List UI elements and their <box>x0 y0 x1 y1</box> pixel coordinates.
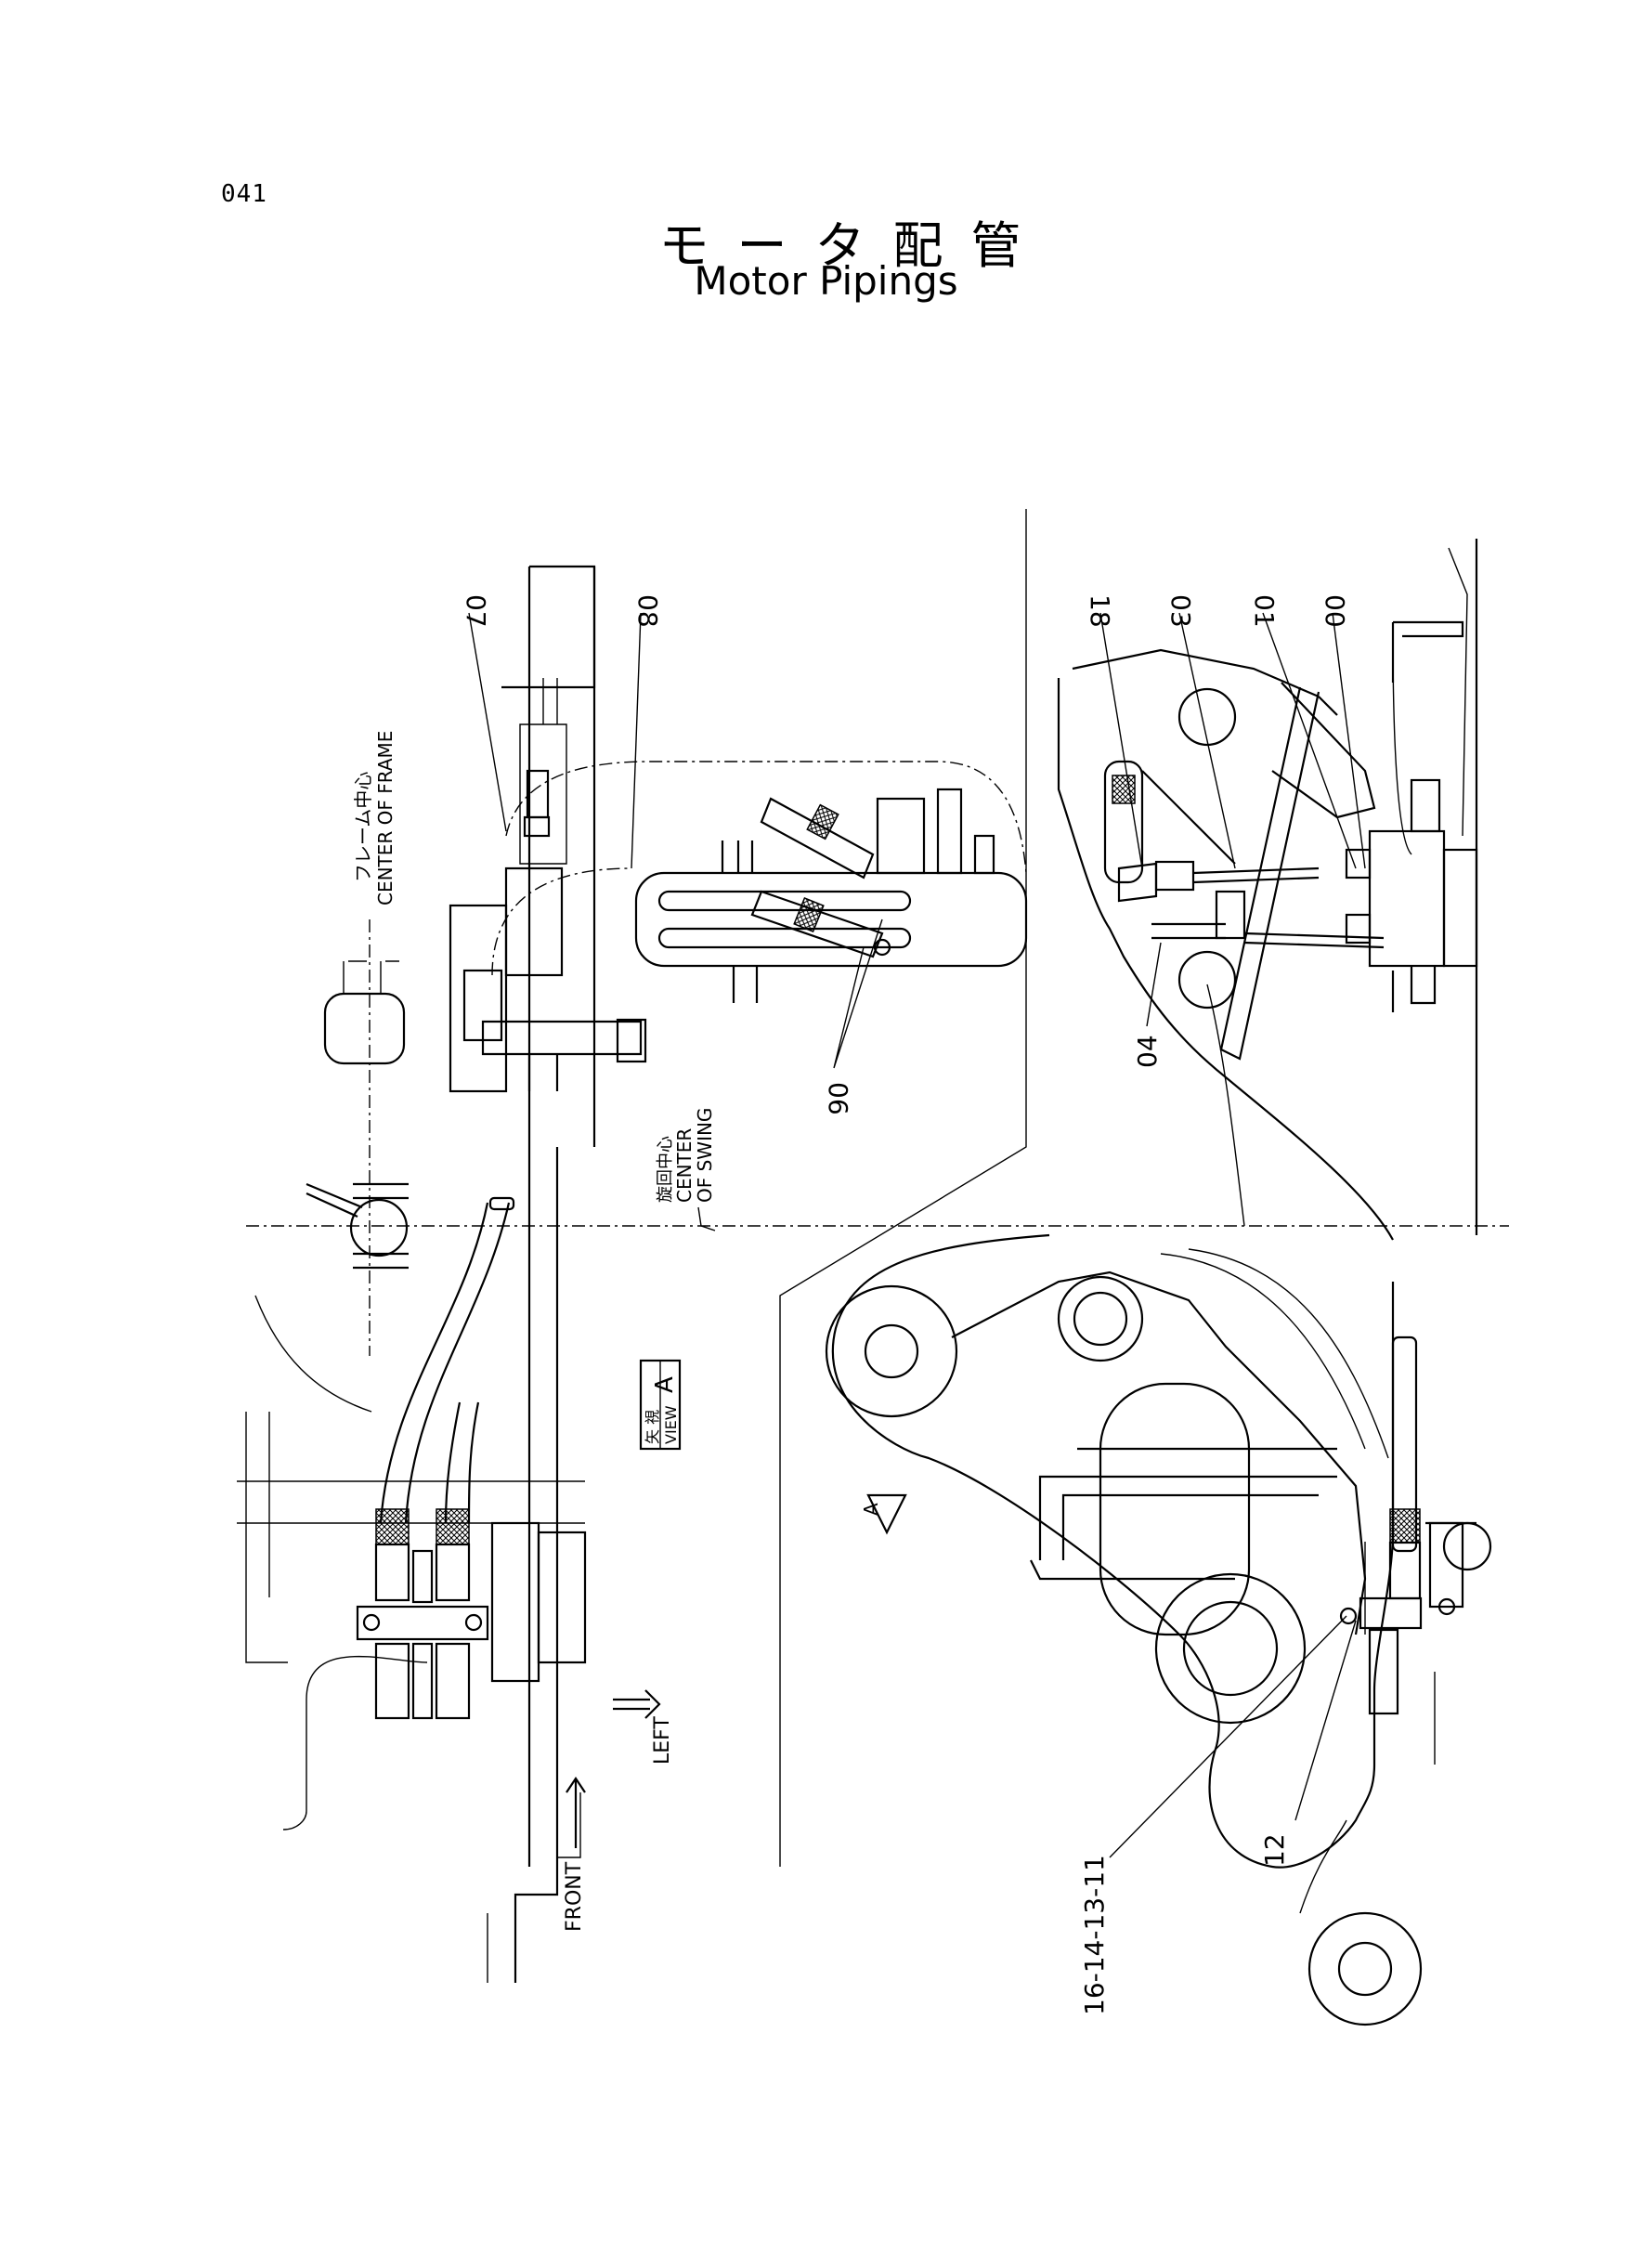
front-label: FRONT <box>563 1861 586 1932</box>
left-label: LEFT <box>651 1716 674 1765</box>
callout-03: 03 <box>1165 594 1196 628</box>
lower-right-hose <box>1339 1335 1492 1765</box>
swing-motor-block <box>634 788 1028 1003</box>
callout-leaders <box>468 612 1366 1858</box>
hose-path-07 <box>505 761 1027 874</box>
view-a-en: VIEW <box>662 1405 680 1444</box>
swing-frame-lower-right <box>825 1233 1423 2026</box>
page-number: 041 <box>221 180 267 208</box>
left-frame-group <box>487 565 596 1983</box>
right-bracket-group <box>1057 539 1478 1241</box>
center-of-swing-jp: 旋回中心 <box>656 1136 675 1203</box>
title-japanese: モータ配管 <box>658 216 1049 275</box>
center-of-frame-jp: フレーム中心 <box>352 772 374 882</box>
callout-01: 01 <box>1249 594 1280 628</box>
swing-center-mechanism <box>306 1182 409 1270</box>
callout-04: 04 <box>1132 1035 1163 1068</box>
callout-00: 00 <box>1320 594 1350 628</box>
view-arrow-marker <box>866 1493 907 1535</box>
view-a-box <box>639 1359 682 1451</box>
center-of-frame-en: CENTER OF FRAME <box>374 731 397 905</box>
view-arrow-marker-letter: A <box>860 1503 882 1516</box>
title-english: Motor Pipings <box>694 258 958 304</box>
view-a-letter: A <box>651 1376 679 1393</box>
callout-16-14-13-11: 16-14-13-11 <box>1079 1855 1110 2015</box>
callout-12: 12 <box>1259 1833 1290 1867</box>
view-divider-line <box>779 509 1027 1867</box>
valve-cylinder-assembly <box>323 678 647 1093</box>
center-of-swing-en-1: CENTER <box>673 1128 696 1203</box>
callout-08: 08 <box>632 594 663 628</box>
center-of-swing-en-2: OF SWING <box>694 1108 716 1203</box>
callout-06: 06 <box>823 1082 853 1115</box>
center-of-swing-leader <box>697 1206 716 1231</box>
callout-18: 18 <box>1085 594 1115 628</box>
callout-07: 07 <box>461 594 491 628</box>
lower-left-hoses <box>237 1196 587 1831</box>
direction-arrows <box>566 1689 661 1848</box>
hose-path-08 <box>491 867 632 976</box>
view-a-jp: 矢 視 <box>644 1410 661 1444</box>
